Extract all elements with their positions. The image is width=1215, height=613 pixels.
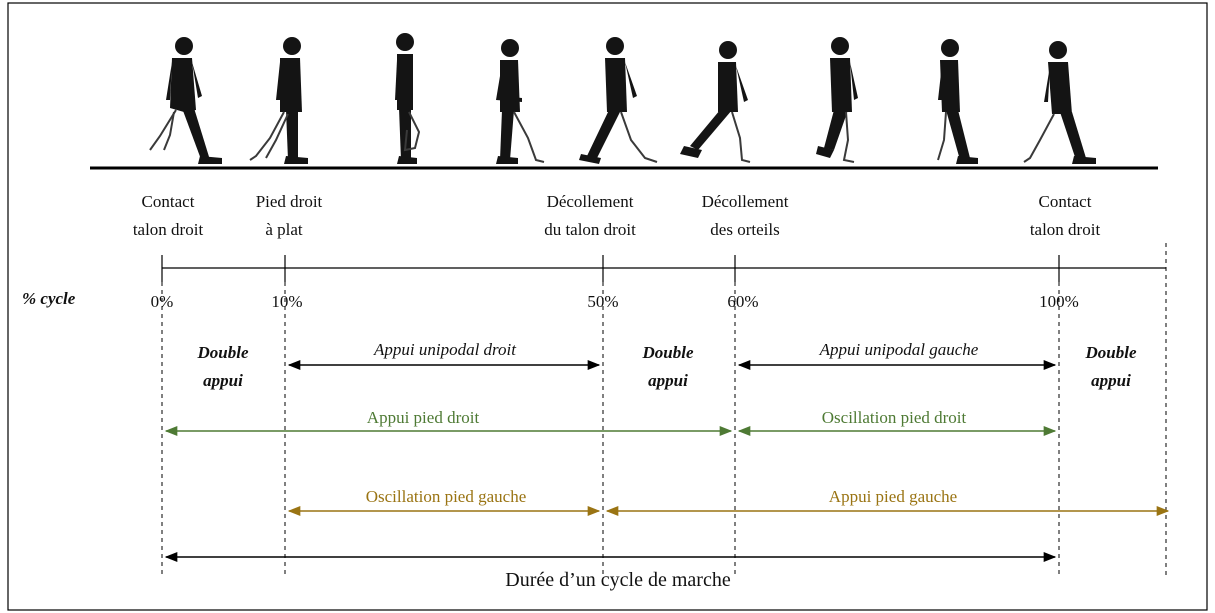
single-support-phases: Appui unipodal droit Appui unipodal gauc… xyxy=(287,340,1057,371)
event-label-line2: talon droit xyxy=(1030,220,1101,239)
event-label-line1: Contact xyxy=(1039,192,1092,211)
walking-silhouettes xyxy=(149,33,1096,164)
figure-border xyxy=(7,2,1208,611)
walker-figure-7 xyxy=(816,37,858,163)
walker-figure-1 xyxy=(149,37,222,164)
percent-ticks: 0% 10% 50% 60% 100% xyxy=(151,292,1079,311)
walker-figure-5 xyxy=(579,37,658,164)
right-foot-swing-label: Oscillation pied droit xyxy=(822,408,967,427)
right-foot-phases: Appui pied droit Oscillation pied droit xyxy=(164,408,1057,437)
event-label-line2: des orteils xyxy=(710,220,779,239)
percent-tick-label: 0% xyxy=(151,292,174,311)
event-label-line1: Contact xyxy=(142,192,195,211)
double-support-line2: appui xyxy=(648,371,688,390)
walker-figure-8 xyxy=(937,39,978,164)
double-support-line1: Double xyxy=(197,343,249,362)
double-support-labels: Double appui Double appui Double appui xyxy=(197,343,1137,390)
event-label-line1: Décollement xyxy=(702,192,789,211)
walker-figure-4 xyxy=(496,39,545,164)
percent-tick-label: 60% xyxy=(727,292,758,311)
walker-figure-2 xyxy=(249,37,308,164)
right-foot-stance-label: Appui pied droit xyxy=(367,408,480,427)
cycle-duration-label: Durée d’un cycle de marche xyxy=(505,569,731,591)
cycle-duration: Durée d’un cycle de marche xyxy=(164,551,1057,591)
phase-guides xyxy=(161,243,1167,578)
event-label-line2: talon droit xyxy=(133,220,204,239)
double-support-line2: appui xyxy=(203,371,243,390)
walker-figure-9 xyxy=(1023,41,1096,164)
walker-figure-3 xyxy=(395,33,421,164)
percent-tick-label: 100% xyxy=(1039,292,1079,311)
left-foot-phases: Oscillation pied gauche Appui pied gauch… xyxy=(287,487,1170,517)
walker-figure-6 xyxy=(680,41,751,163)
single-support-left-label: Appui unipodal gauche xyxy=(819,340,979,359)
double-support-line1: Double xyxy=(1085,343,1137,362)
event-label-line2: à plat xyxy=(265,220,303,239)
event-label-line2: du talon droit xyxy=(544,220,636,239)
double-support-line1: Double xyxy=(642,343,694,362)
event-label-line1: Pied droit xyxy=(256,192,323,211)
event-labels: Contact talon droit Pied droit à plat Dé… xyxy=(133,192,1101,239)
percent-tick-label: 10% xyxy=(271,292,302,311)
single-support-right-label: Appui unipodal droit xyxy=(373,340,517,359)
left-foot-swing-label: Oscillation pied gauche xyxy=(366,487,527,506)
event-label-line1: Décollement xyxy=(547,192,634,211)
percent-tick-label: 50% xyxy=(587,292,618,311)
timeline-axis xyxy=(161,255,1166,282)
cycle-percent-label: % cycle xyxy=(22,289,76,308)
double-support-line2: appui xyxy=(1091,371,1131,390)
left-foot-stance-label: Appui pied gauche xyxy=(829,487,957,506)
